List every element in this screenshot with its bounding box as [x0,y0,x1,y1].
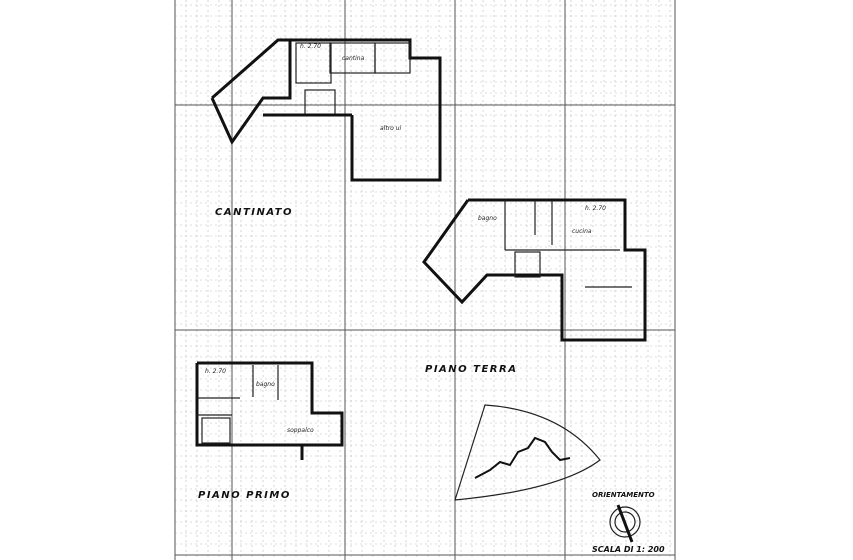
altro-label: altro ui [380,125,402,132]
basement-title: CANTINATO [215,207,293,218]
first-bagno-label: bagno [256,381,275,388]
cantina-label: cantina [342,55,365,62]
first-height-label: h. 2.70 [205,368,226,375]
ground-floor-title: PIANO TERRA [425,364,517,375]
ground-floor-plan: h. 2.70 bagno cucina [422,198,647,342]
site-plan [454,404,601,501]
grid [174,0,676,560]
basement-height-label: h. 2.70 [300,43,321,50]
first-floor-plan: h. 2.70 bagno soppalco [195,361,344,460]
basement-plan: h. 2.70 cantina altro ui [210,38,442,182]
ground-height-label: h. 2.70 [585,205,606,212]
orientation-title: ORIENTAMENTO [592,491,655,499]
bagno-label: bagno [478,215,497,222]
scale-label: SCALA DI 1: 200 [592,545,665,554]
first-floor-title: PIANO PRIMO [198,490,291,501]
orientation-compass [609,504,641,543]
soppalco-label: soppalco [287,427,314,434]
cucina-label: cucina [572,228,592,235]
